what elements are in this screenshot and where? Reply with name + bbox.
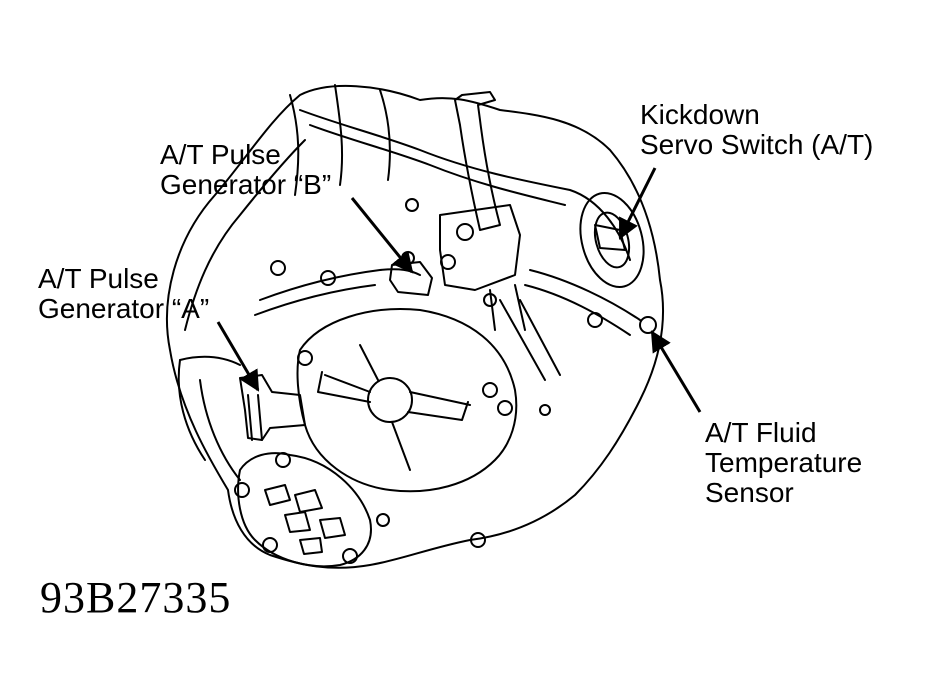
case-outline: [166, 84, 665, 569]
leader-pulse-a: [216, 321, 260, 392]
lever-bracket: [439, 204, 521, 291]
cover-vent-4: [319, 517, 346, 539]
lever-shaft: [489, 284, 561, 381]
front-cover: [237, 452, 372, 568]
label-pulse-generator-b: A/T Pulse Generator “B”: [160, 140, 331, 200]
converter-spoke-2: [317, 371, 469, 421]
harness-wire-4: [254, 284, 376, 316]
lever-bolt: [440, 254, 456, 270]
cover-vent-5: [299, 537, 323, 555]
converter-housing: [296, 308, 518, 493]
fluid-temp-sensor-body: [639, 316, 657, 334]
case-bolts: [234, 198, 603, 564]
harness-wire-3: [259, 268, 421, 301]
kickdown-servo-inner: [593, 211, 631, 269]
figure-number: 93B27335: [40, 573, 232, 622]
kickdown-switch-body: [594, 224, 626, 251]
converter-spokes: [324, 344, 471, 471]
cover-vent-3: [284, 511, 311, 533]
label-pulse-generator-a-line1: A/T Pulse: [38, 263, 159, 294]
label-fluid-temp-line3: Sensor: [705, 477, 794, 508]
harness-wire-7: [179, 355, 241, 366]
pulse-generator-a-body: [239, 374, 306, 441]
label-pulse-generator-b-line2: Generator “B”: [160, 169, 332, 200]
leader-lines: [216, 167, 702, 413]
label-kickdown-line1: Kickdown: [640, 99, 760, 130]
label-fluid-temperature-sensor: A/T Fluid Temperature Sensor: [705, 418, 862, 508]
pulse-generator-a-connector: [247, 394, 263, 441]
leader-pulse-b: [350, 197, 414, 274]
label-pulse-generator-b-line1: A/T Pulse: [160, 139, 281, 170]
harness-wire-6: [524, 284, 631, 336]
label-kickdown-line2: Servo Switch (A/T): [640, 129, 874, 160]
lever-pivot: [456, 223, 474, 241]
cover-vent-2: [294, 489, 323, 513]
case-inner-left: [184, 139, 306, 331]
harness-wire-1: [299, 109, 631, 261]
leader-fluid-temp: [650, 330, 702, 413]
label-kickdown-servo-switch: Kickdown Servo Switch (A/T): [640, 100, 873, 160]
shift-lever: [454, 91, 501, 231]
converter-hub: [367, 377, 413, 423]
harness-wire-2: [309, 124, 566, 206]
kickdown-servo-housing: [579, 191, 645, 289]
case-lower-detail: [177, 359, 241, 481]
leader-kickdown: [618, 167, 657, 240]
label-fluid-temp-line2: Temperature: [705, 447, 863, 478]
cover-vent-1: [264, 484, 291, 506]
label-pulse-generator-a: A/T Pulse Generator “A”: [38, 264, 209, 324]
pulse-generator-b-body: [389, 261, 433, 296]
label-fluid-temp-line1: A/T Fluid: [705, 417, 817, 448]
label-pulse-generator-a-line2: Generator “A”: [38, 293, 210, 324]
harness-wire-5: [529, 269, 641, 321]
